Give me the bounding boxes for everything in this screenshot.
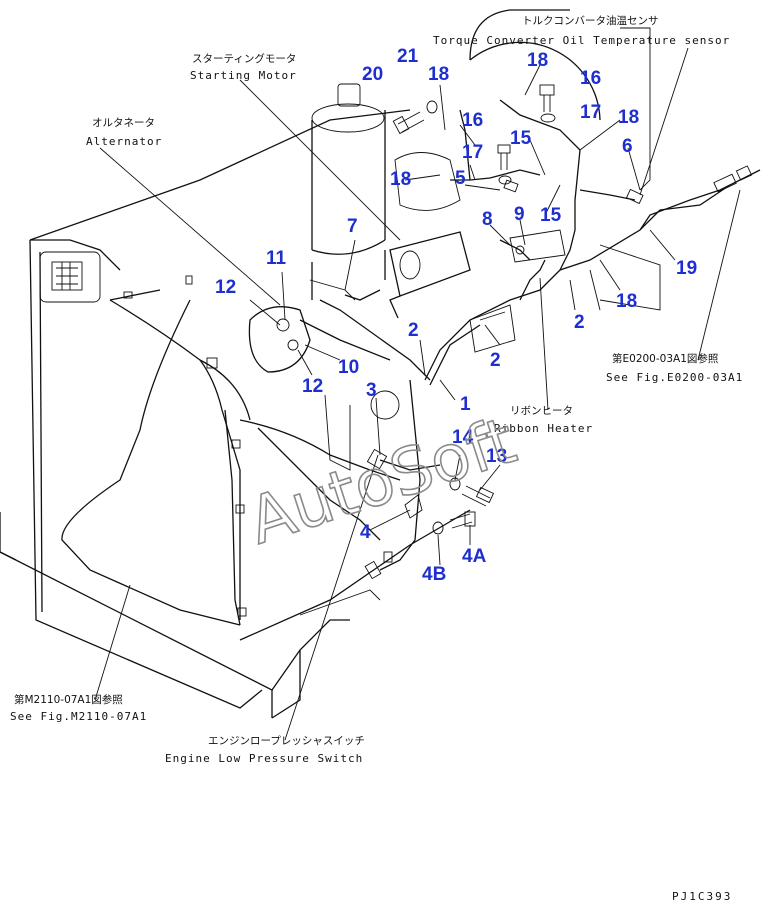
bolt-13 <box>461 485 495 507</box>
clamp-4 <box>404 494 423 519</box>
leader-lines <box>94 27 741 741</box>
torque-sensor-label-jp: トルクコンバータ油温センサ <box>522 14 659 27</box>
part-number-15: 15 <box>510 128 532 149</box>
callout-labels: トルクコンバータ油温センサ Torque Converter Oil Tempe… <box>10 14 743 765</box>
part-number-21: 21 <box>397 46 419 67</box>
part-number-12: 12 <box>215 277 236 298</box>
part-number-14: 14 <box>452 427 474 448</box>
part-number-11: 11 <box>266 248 287 269</box>
clip-5 <box>503 179 519 193</box>
starting-motor-label-en: Starting Motor <box>190 69 297 82</box>
part-number-20: 20 <box>362 64 383 85</box>
part-number-13: 13 <box>486 446 507 467</box>
washer-17-mid <box>498 175 512 185</box>
see-fig-m2110-label-jp: 第M2110-07A1図参照 <box>14 693 123 706</box>
part-number-7: 7 <box>347 216 358 237</box>
see-fig-e0200-label-jp: 第E0200-03A1図参照 <box>612 352 719 365</box>
washer-17-top <box>540 113 556 123</box>
part-number-19: 19 <box>676 258 697 279</box>
part-number-4A: 4A <box>462 546 487 567</box>
ribbon-heater-relay-8 <box>509 229 566 263</box>
bolt-16-mid <box>497 144 511 170</box>
washer-21 <box>426 100 438 114</box>
part-number-17: 17 <box>462 142 483 163</box>
part-numbers: 1 2 2 2 3 4 4A 4B 5 6 7 8 9 10 11 12 12 … <box>215 46 697 585</box>
clips-left-harness <box>123 275 247 617</box>
part-number-3: 3 <box>366 380 377 401</box>
part-number-15: 15 <box>540 205 562 226</box>
ribbon-heater-label-en: Ribbon Heater <box>494 422 593 435</box>
torque-sensor-label-en: Torque Converter Oil Temperature sensor <box>433 34 730 47</box>
watermark: AutoSoft <box>240 404 524 559</box>
part-number-4B: 4B <box>422 564 446 585</box>
connector-right <box>713 165 753 193</box>
part-number-8: 8 <box>482 209 493 230</box>
part-number-5: 5 <box>455 168 466 189</box>
starting-motor-label-jp: スターティングモータ <box>192 52 296 65</box>
part-number-18: 18 <box>527 50 548 71</box>
part-number-1: 1 <box>460 394 471 415</box>
engine-frame <box>0 9 661 719</box>
part-number-6: 6 <box>622 136 633 157</box>
part-number-17: 17 <box>580 102 601 123</box>
part-number-10: 10 <box>338 357 359 378</box>
sensor-6 <box>625 188 644 205</box>
alternator-label-jp: オルタネータ <box>92 117 155 129</box>
see-fig-e0200-label-en: See Fig.E0200-03A1 <box>606 371 743 384</box>
part-number-2: 2 <box>490 350 501 371</box>
connector-left-bottom <box>364 551 393 580</box>
part-number-16: 16 <box>580 68 601 89</box>
part-number-18: 18 <box>618 107 639 128</box>
alternator-label-en: Alternator <box>86 135 162 148</box>
hardware-parts <box>123 84 753 617</box>
part-number-18: 18 <box>428 64 449 85</box>
ribbon-heater-label-jp: リボンヒータ <box>510 405 573 417</box>
part-number-12: 12 <box>302 376 323 397</box>
part-number-18: 18 <box>390 169 411 190</box>
part-number-18: 18 <box>616 291 637 312</box>
bolt-20 <box>392 111 425 135</box>
pressure-switch-3 <box>366 448 388 470</box>
see-fig-m2110-label-en: See Fig.M2110-07A1 <box>10 710 147 723</box>
wiring-harness <box>61 99 761 626</box>
part-number-9: 9 <box>514 204 525 225</box>
part-number-4: 4 <box>360 522 371 543</box>
engine-low-pressure-label-jp: エンジンロープレッシャスイッチ <box>208 735 365 747</box>
part-number-16: 16 <box>462 110 483 131</box>
engine-low-pressure-label-en: Engine Low Pressure Switch <box>165 752 363 765</box>
part-number-2: 2 <box>574 312 585 333</box>
part-number-2: 2 <box>408 320 419 341</box>
washer-4B <box>432 521 444 535</box>
bolt-16-top <box>539 84 555 112</box>
figure-id: PJ1C393 <box>672 890 732 903</box>
